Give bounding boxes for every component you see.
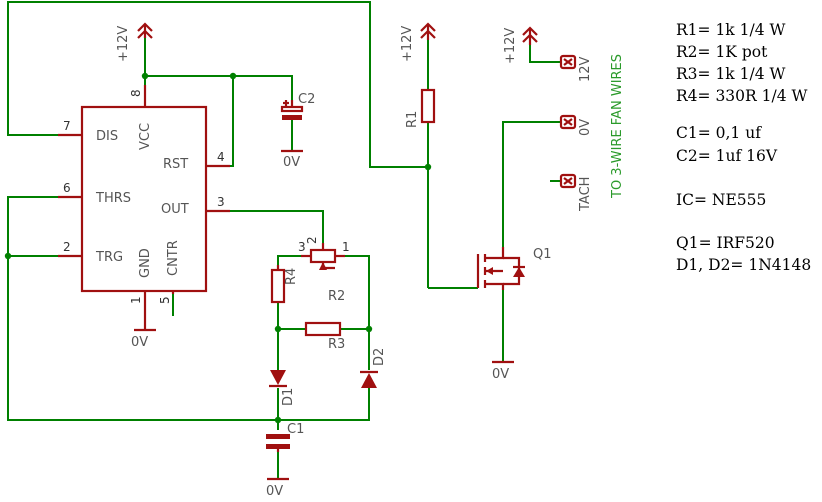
pin-1-number: 1 [129, 296, 143, 304]
ground-symbol-q1: 0V [492, 360, 514, 382]
capacitor-c1: C1 [266, 422, 304, 452]
c2-label: C2 [298, 92, 315, 107]
ground-symbol-c2: 0V [281, 149, 303, 170]
bom-r1: R1= 1k 1/4 W [676, 21, 785, 39]
pin-5-number: 5 [158, 296, 172, 304]
bom-c1: C1= 0,1 uf [676, 124, 762, 142]
pot-pin1-number: 1 [342, 240, 350, 254]
ic-ne555: DIS THRS TRG RST OUT VCC GND CNTR 7 6 2 … [58, 85, 230, 318]
fan-connector-12v: 12V [559, 54, 593, 82]
pin-dis-label: DIS [96, 129, 118, 144]
r1-label: R1 [405, 111, 420, 128]
d2-label: D2 [372, 348, 387, 366]
bom-r4: R4= 330R 1/4 W [676, 87, 808, 105]
potentiometer-r2: 3 2 1 R2 [298, 236, 350, 304]
q1-label: Q1 [533, 247, 552, 262]
pin-out-label: OUT [161, 202, 189, 217]
connector-0v-label: 0V [578, 119, 593, 136]
c1-label: C1 [287, 422, 304, 437]
fan-wires-note: TO 3-WIRE FAN WIRES [610, 54, 625, 199]
ground-label-c1: 0V [266, 484, 283, 499]
ground-label-q1: 0V [492, 367, 509, 382]
pin-cntr-label: CNTR [166, 240, 181, 276]
pot-pin3-number: 3 [298, 240, 306, 254]
fan-connector-tach: TACH [559, 173, 593, 212]
bom-r2: R2= 1K pot [676, 43, 768, 61]
connector-12v-label: 12V [578, 56, 593, 82]
pot-pin2-number: 2 [305, 236, 319, 244]
pin-gnd-label: GND [138, 248, 153, 278]
supply-symbol-ic: +12V [116, 22, 153, 62]
parts-list: R1= 1k 1/4 W R2= 1K pot R3= 1k 1/4 W R4=… [676, 21, 811, 274]
wires [7, 1, 560, 478]
pin-7-number: 7 [63, 119, 71, 133]
pin-2-number: 2 [63, 240, 71, 254]
resistor-r1: R1 [405, 88, 436, 128]
diode-d1: D1 [269, 370, 296, 406]
supply-symbol-r1: +12V [400, 22, 436, 62]
supply-symbol-fan: +12V [503, 26, 538, 64]
d1-label: D1 [281, 388, 296, 406]
junctions [4, 72, 432, 424]
resistor-r3: R3 [304, 321, 345, 352]
bom-r3: R3= 1k 1/4 W [676, 65, 785, 83]
fan-connector-0v: 0V [559, 114, 593, 136]
pin-3-number: 3 [217, 195, 225, 209]
bom-ic: IC= NE555 [676, 191, 766, 209]
bom-q1: Q1= IRF520 [676, 234, 775, 252]
bom-c2: C2= 1uf 16V [676, 147, 778, 165]
ground-symbol-ic: 0V [131, 318, 156, 350]
ground-label-ic: 0V [131, 335, 148, 350]
ground-label-c2: 0V [283, 155, 300, 170]
bom-diodes: D1, D2= 1N4148 [676, 256, 811, 274]
pin-trg-label: TRG [95, 250, 123, 265]
pin-6-number: 6 [63, 181, 71, 195]
pin-thrs-label: THRS [95, 191, 131, 206]
r4-label: R4 [284, 268, 299, 285]
supply-label-ic: +12V [116, 26, 131, 62]
pin-vcc-label: VCC [138, 123, 153, 150]
supply-label-fan: +12V [503, 28, 518, 64]
supply-label-r1: +12V [400, 26, 415, 62]
capacitor-c2: C2 [280, 92, 315, 120]
connector-tach-label: TACH [578, 177, 593, 212]
r2-label: R2 [328, 289, 345, 304]
mosfet-q1: Q1 [476, 247, 552, 290]
diode-d2: D2 [360, 348, 387, 388]
pin-rst-label: RST [163, 157, 188, 172]
pin-4-number: 4 [217, 150, 225, 164]
pin-8-number: 8 [129, 89, 143, 97]
ground-symbol-c1: 0V [266, 477, 289, 499]
resistor-r4: R4 [270, 265, 299, 304]
r3-label: R3 [328, 337, 345, 352]
